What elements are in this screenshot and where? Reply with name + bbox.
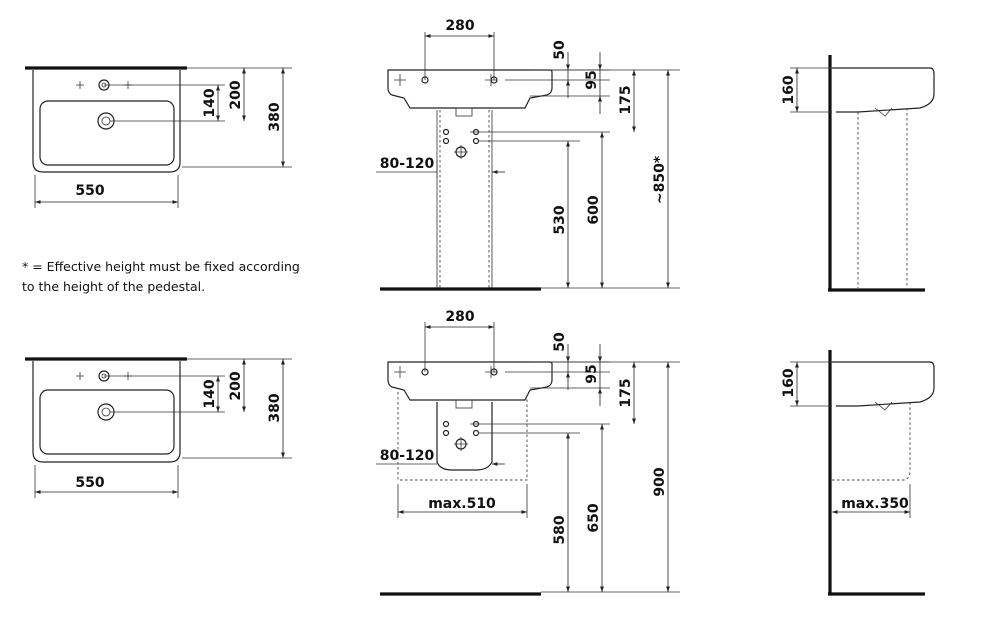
dim-waste-range-label: 80-120 xyxy=(380,448,435,464)
dim-waste-range-label: 80-120 xyxy=(380,156,435,172)
dim-160-label: 160 xyxy=(781,368,797,397)
note-line-2: to the height of the pedestal. xyxy=(22,279,205,294)
plan-view-top xyxy=(25,66,292,208)
dim-max-width-label: max.510 xyxy=(428,496,496,512)
dim-175-label: 175 xyxy=(618,85,634,114)
dim-175-label: 175 xyxy=(618,378,634,407)
dim-850-label: ~850* xyxy=(652,155,668,204)
dim-200-label: 200 xyxy=(228,80,244,109)
dim-380-label: 380 xyxy=(267,102,283,131)
dim-280-label: 280 xyxy=(445,309,474,325)
dim-200-label: 200 xyxy=(228,371,244,400)
dim-width-label: 550 xyxy=(75,475,104,491)
dim-50-label: 50 xyxy=(552,332,568,352)
dim-140-label: 140 xyxy=(202,88,218,117)
dim-900-label: 900 xyxy=(652,467,668,496)
dim-95-label: 95 xyxy=(584,364,600,383)
dim-530-label: 530 xyxy=(552,205,568,234)
dim-95-label: 95 xyxy=(584,70,600,89)
dim-160-label: 160 xyxy=(781,75,797,104)
note-line-1: * = Effective height must be fixed accor… xyxy=(22,259,300,274)
front-view-bottom xyxy=(376,322,680,596)
dim-max-depth-label: max.350 xyxy=(841,496,909,512)
dim-650-label: 650 xyxy=(586,503,602,532)
plan-view-bottom xyxy=(25,357,292,498)
dim-380-label: 380 xyxy=(267,393,283,422)
dim-140-label: 140 xyxy=(202,379,218,408)
front-view-top xyxy=(376,32,680,291)
dim-50-label: 50 xyxy=(552,40,568,60)
dim-280-label: 280 xyxy=(445,18,474,34)
waste-outlet-icon xyxy=(454,145,468,159)
side-view-top xyxy=(790,55,935,292)
dim-580-label: 580 xyxy=(552,515,568,544)
dim-600-label: 600 xyxy=(586,195,602,224)
waste-outlet-icon xyxy=(454,437,468,451)
dim-width-label: 550 xyxy=(75,183,104,199)
side-view-bottom xyxy=(790,350,935,596)
